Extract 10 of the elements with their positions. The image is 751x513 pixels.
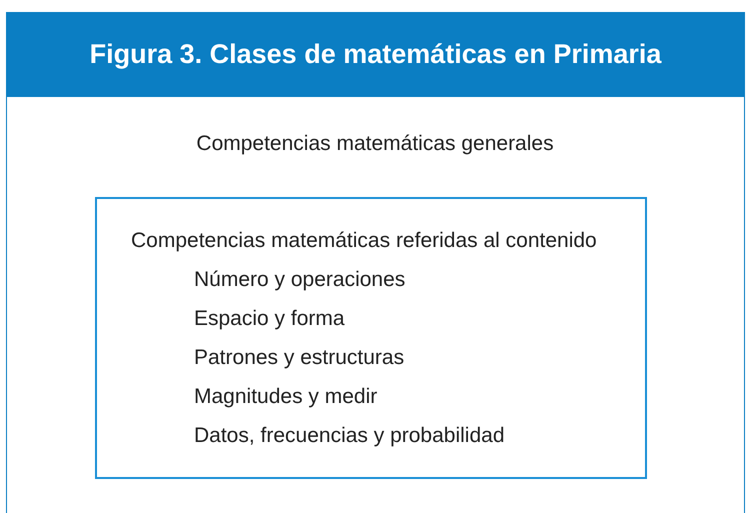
list-item: Espacio y forma	[194, 307, 345, 331]
outer-frame	[6, 97, 745, 513]
figure-title: Figura 3. Clases de matemáticas en Primaria	[6, 12, 745, 97]
box-heading: Competencias matemáticas generales	[195, 132, 555, 156]
list-item: Magnitudes y medir	[194, 385, 378, 409]
list-item: Patrones y estructuras	[194, 346, 404, 370]
box-heading: Competencias matemáticas referidas al contenido	[131, 229, 597, 253]
content-box	[95, 197, 647, 479]
list-item: Número y operaciones	[194, 268, 406, 292]
list-item: Datos, frecuencias y probabilidad	[194, 424, 505, 448]
